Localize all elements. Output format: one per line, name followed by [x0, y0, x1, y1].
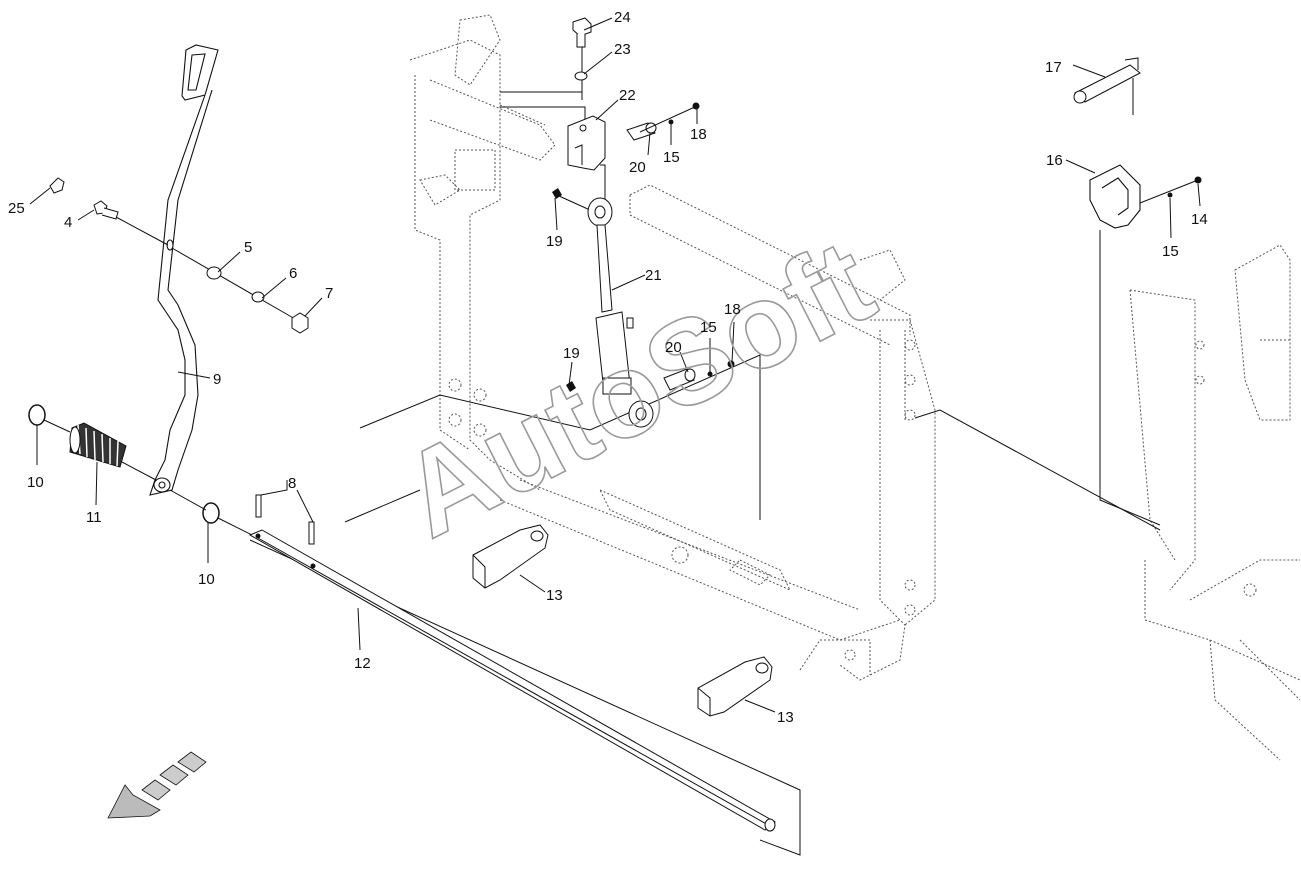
callout-13: 13	[546, 587, 563, 604]
callout-8: 8	[288, 475, 296, 492]
part-arm-13-left	[472, 524, 549, 589]
part-bracket-16	[1089, 164, 1141, 229]
callout-13b: 13	[777, 709, 794, 726]
chassis-outline	[1129, 244, 1301, 761]
callout-14: 14	[1191, 211, 1208, 228]
part-spring-11	[69, 422, 127, 468]
callout-20b: 20	[665, 339, 682, 356]
callout-12: 12	[354, 655, 371, 672]
leader-bracket	[1139, 179, 1199, 204]
callout-22: 22	[619, 87, 636, 104]
frame-outline	[409, 14, 936, 681]
callout-10: 10	[27, 474, 44, 491]
callout-24: 24	[614, 9, 631, 26]
leader-bolt-assembly	[171, 247, 303, 324]
watermark-text: AutoSoft	[381, 214, 893, 563]
part-ring-10-left	[28, 404, 46, 426]
callout-leaders	[29, 17, 1201, 713]
leader-ring-right	[169, 489, 207, 511]
callout-18b: 18	[724, 301, 741, 318]
callout-15: 15	[663, 149, 680, 166]
callout-7: 7	[325, 285, 333, 302]
part-clip-25	[49, 177, 65, 194]
part-cylinder-21	[587, 197, 654, 428]
part-nipple-19-bottom	[566, 381, 576, 392]
callout-25: 25	[8, 200, 25, 217]
part-clevis-22	[567, 115, 606, 171]
part-ring-10-right	[202, 502, 220, 524]
part-nipple-19-top	[552, 188, 562, 199]
leader-nipple-top	[558, 195, 591, 211]
leader-rod	[217, 517, 257, 538]
part-clip-15-bottom	[707, 371, 713, 377]
part-bolt-24	[572, 17, 592, 48]
callout-23: 23	[614, 41, 631, 58]
callout-5: 5	[244, 239, 252, 256]
direction-arrow-icon	[107, 751, 207, 819]
part-clip-15-right	[1167, 192, 1173, 198]
callout-6: 6	[289, 265, 297, 282]
callout-4: 4	[64, 214, 72, 231]
leader-bolt-4	[115, 216, 169, 246]
plane-lines	[249, 40, 1161, 856]
part-bolt-18-bottom	[727, 360, 735, 368]
callout-20: 20	[629, 159, 646, 176]
part-clip-15-top	[668, 119, 674, 125]
callout-11: 11	[86, 509, 102, 526]
callout-21: 21	[645, 267, 662, 284]
callout-15b: 15	[700, 319, 717, 336]
part-pin-17	[1073, 57, 1141, 104]
callout-17: 17	[1045, 59, 1062, 76]
part-bolt-4	[93, 200, 119, 220]
leader-top-pin	[639, 105, 698, 133]
callout-15c: 15	[1162, 243, 1179, 260]
callout-10b: 10	[198, 571, 215, 588]
part-nut-7	[291, 312, 309, 334]
callout-labels: 24 23 22 18 15 20 19 21 18 15 20 19 25 4…	[8, 9, 1208, 726]
callout-16: 16	[1046, 152, 1063, 169]
leader-ring-left	[43, 419, 71, 433]
part-washer-5	[206, 266, 222, 280]
part-pins-8	[255, 494, 315, 545]
callout-9: 9	[213, 371, 221, 388]
leader-pins-8	[260, 480, 314, 523]
leader-spring	[121, 461, 157, 481]
callout-19b: 19	[563, 345, 580, 362]
callout-18: 18	[690, 126, 707, 143]
part-rod-12	[248, 529, 776, 832]
part-lockwasher-6	[251, 291, 265, 303]
callout-19: 19	[546, 233, 563, 250]
part-lever-9	[149, 44, 219, 496]
part-arm-13-right	[697, 656, 773, 717]
